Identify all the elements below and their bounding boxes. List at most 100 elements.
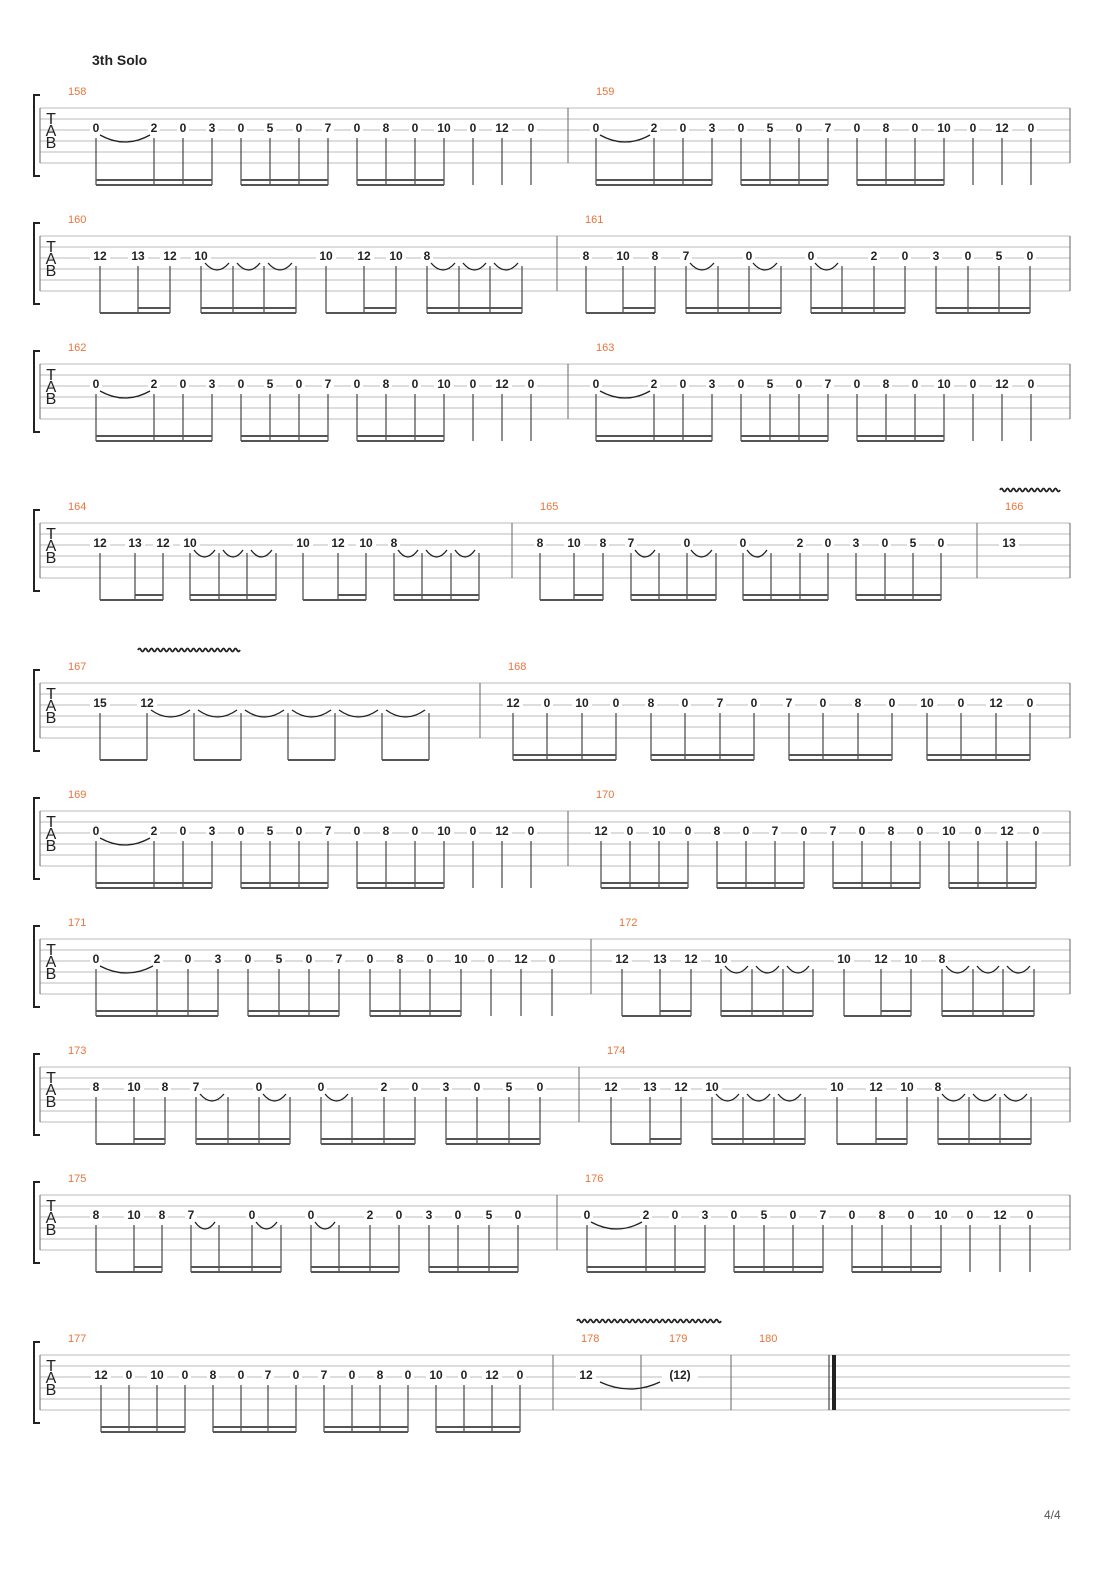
fret-mask [90,1081,102,1094]
fret-number: 0 [354,377,361,391]
fret-mask [148,122,160,135]
fret-mask [177,378,189,391]
fret-mask [409,1081,421,1094]
fret-mask [262,1369,274,1382]
beam [837,1143,907,1145]
fret-mask [235,1369,247,1382]
fret-number: 0 [367,952,374,966]
beam [789,754,892,756]
fret-number: 7 [820,1208,827,1222]
tie-arc [945,965,970,974]
fret-number: 0 [912,377,919,391]
fret-mask [580,250,592,263]
fret-mask [333,953,345,966]
vibrato-marking [137,647,241,653]
beam [96,179,212,181]
fret-number: 10 [900,1080,914,1094]
beam [201,312,296,314]
beam [623,307,655,309]
bar-number: 160 [68,214,86,226]
fret-number: 12 [495,121,509,135]
fret-number: 10 [920,696,934,710]
fret-number: 5 [267,121,274,135]
fret-mask [148,378,160,391]
beam [949,882,1036,884]
fret-mask [409,378,421,391]
fret-mask [901,953,921,966]
fret-number: 10 [359,536,373,550]
fret-number: 0 [349,1368,356,1382]
fret-mask [467,378,479,391]
tie-arc [724,965,749,974]
tab-clef-letter: T [46,367,56,384]
fret-number: 0 [354,824,361,838]
beam [194,759,241,761]
fret-number: 5 [276,952,283,966]
tie-arc [199,1093,225,1102]
fret-number: 0 [746,249,753,263]
fret-mask [794,537,806,550]
fret-number: 0 [238,377,245,391]
fret-number: 10 [127,1208,141,1222]
fret-mask [679,697,691,710]
beam [96,887,212,889]
fret-number: 8 [383,121,390,135]
fret-number: 10 [904,952,918,966]
fret-number: 3 [209,121,216,135]
bar-number: 169 [68,789,86,801]
fret-number: 0 [93,952,100,966]
bar-number: 168 [508,661,526,673]
tab-clef-letter: T [46,814,56,831]
fret-mask [748,697,760,710]
fret-mask [467,122,479,135]
fret-number: 0 [740,536,747,550]
fret-number: 12 [1000,824,1014,838]
fret-mask [514,1369,526,1382]
fret-number: 0 [584,1208,591,1222]
fret-number: 5 [910,536,917,550]
beam [134,1266,162,1268]
beam [876,1143,907,1145]
fret-mask [409,122,421,135]
fret-mask [328,537,348,550]
beam [686,312,781,314]
beam [100,759,147,761]
beam [741,184,828,186]
fret-mask [931,1209,951,1222]
fret-number: 2 [651,121,658,135]
fret-number: 0 [93,824,100,838]
fret-number: 0 [296,824,303,838]
fret-number: 8 [391,536,398,550]
fret-mask [850,537,862,550]
fret-mask [851,122,863,135]
fret-number: 0 [488,952,495,966]
fret-mask [364,1209,376,1222]
fret-mask [677,122,689,135]
fret-mask [191,250,211,263]
fret-number: 13 [653,952,667,966]
fret-number: 0 [180,377,187,391]
fret-number: 10 [714,952,728,966]
tie-arc [941,1093,966,1102]
beam [135,599,163,601]
fret-mask [380,825,392,838]
tab-clef-letter: B [46,1222,57,1239]
beam [650,1138,681,1140]
tie-arc [746,1093,771,1102]
fret-mask [458,1369,470,1382]
fret-number: 0 [256,1080,263,1094]
beam [811,312,905,314]
fret-number: 8 [888,824,895,838]
tie-arc [746,549,768,558]
fret-mask [624,825,636,838]
fret-mask [351,378,363,391]
beam [96,440,212,442]
fret-number: 0 [613,696,620,710]
fret-number: 10 [389,249,403,263]
fret-mask [364,953,376,966]
beam [844,1015,911,1017]
beam [857,435,944,437]
fret-number: (12) [669,1368,690,1382]
